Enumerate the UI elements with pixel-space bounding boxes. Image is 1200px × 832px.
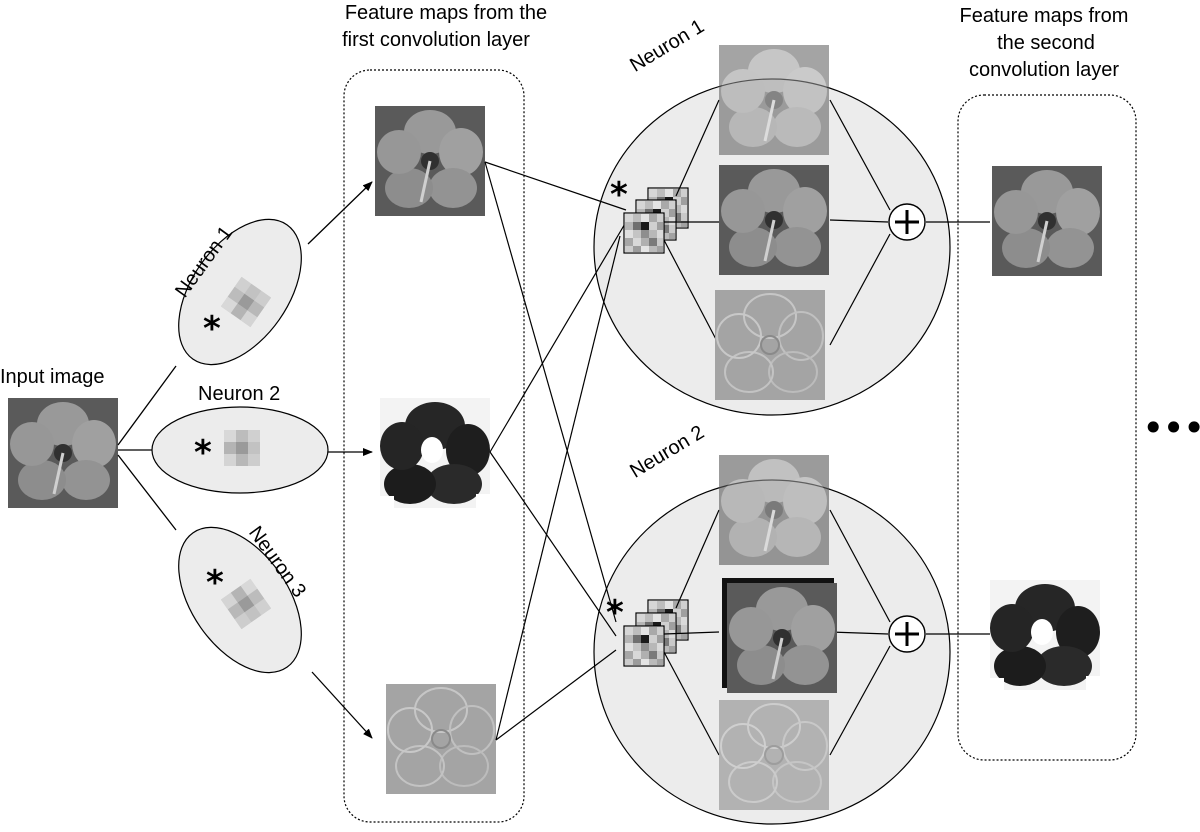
layer1-title-line-2: first convolution layer [342, 29, 530, 51]
second-neuron-2-map-1 [717, 453, 831, 567]
second-neuron-1-map-1 [717, 43, 831, 157]
conv-symbol-first-2: * [194, 433, 212, 473]
first-neuron-1-ellipse [178, 218, 302, 366]
layer1-map-1 [373, 104, 487, 218]
layer2-title-line-3: convolution layer [968, 59, 1120, 81]
first-neuron-2-label: Neuron 2 [198, 383, 281, 405]
layer1-map-3 [385, 683, 497, 795]
conv-symbol-second-2: * [606, 593, 624, 633]
conv-symbol-second-1: * [610, 175, 628, 215]
input-image-label: Input image [0, 366, 105, 388]
layer2-title-line-1: Feature maps from [959, 5, 1129, 27]
first-neuron-2-ellipse [151, 406, 329, 494]
second-neuron-2-connectors [663, 509, 990, 756]
second-neuron-2-map-3 [718, 699, 830, 811]
conv-symbol-first-3: * [206, 563, 224, 603]
layer1-container [343, 69, 525, 823]
layer2-container [957, 94, 1137, 761]
second-neuron-1-sum-icon [888, 203, 926, 241]
layer1-to-layer2-connectors [484, 161, 627, 741]
input-connectors [117, 181, 373, 739]
more-layers-ellipsis: ••• [1142, 406, 1200, 450]
conv-symbol-first-1: * [203, 309, 221, 349]
layer2-map-2 [990, 580, 1100, 690]
layer2-map-1 [990, 164, 1104, 278]
second-neuron-2-map-2 [722, 578, 839, 695]
first-neuron-3-ellipse [178, 526, 302, 674]
layer2-title-line-2: the second [997, 32, 1095, 54]
second-neuron-2-sum-icon [888, 615, 926, 653]
second-neuron-1-map-3 [714, 289, 826, 401]
second-neuron-1-map-2 [717, 163, 831, 277]
second-neuron-1-connectors [663, 99, 990, 346]
layer1-map-2 [380, 398, 490, 508]
input-image [6, 396, 120, 510]
layer1-title-line-1: Feature maps from the [344, 2, 548, 24]
